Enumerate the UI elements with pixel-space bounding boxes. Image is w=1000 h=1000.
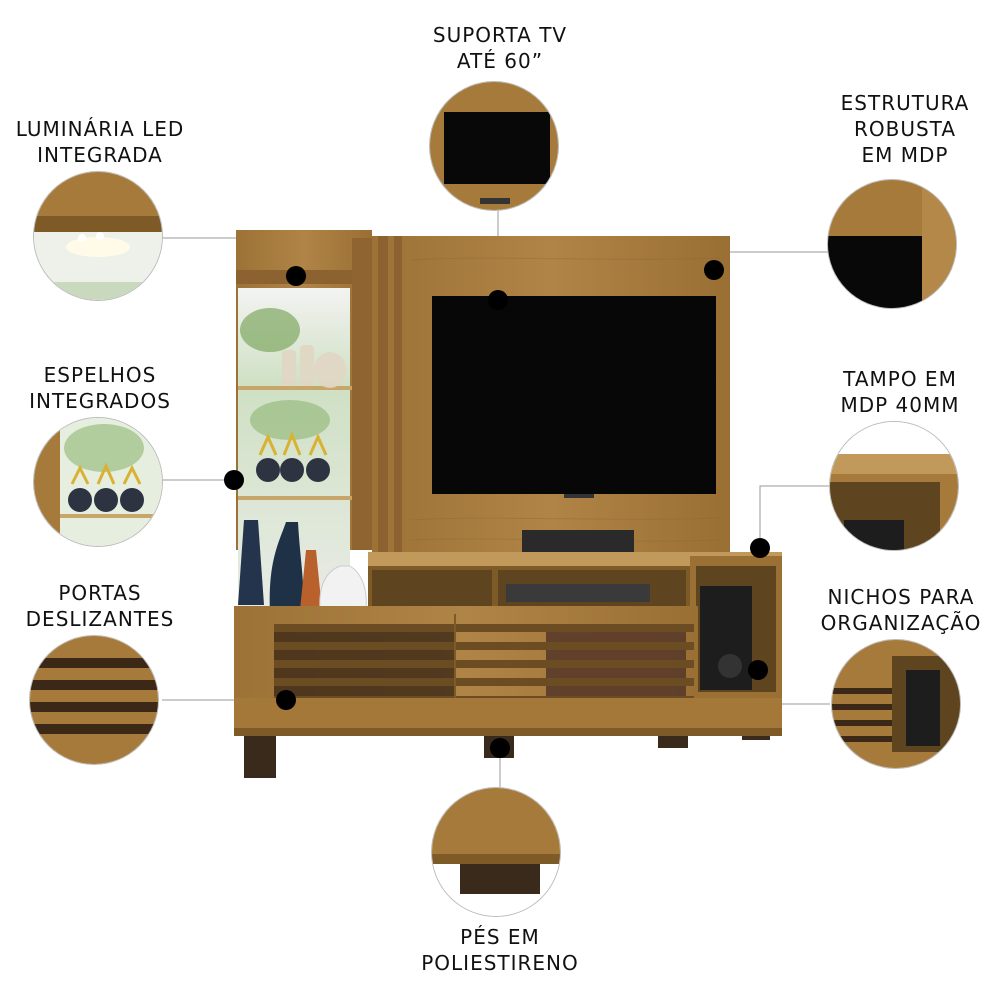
feature-dot-espelhos[interactable] [224,470,244,490]
detail-circle-portas [30,636,158,764]
detail-circle-tampo [830,422,958,550]
detail-circle-pes [432,788,560,916]
feature-dot-pes[interactable] [490,738,510,758]
tv-screen [432,296,716,494]
detail-circle-espelhos [34,418,162,546]
feature-dot-portas[interactable] [276,690,296,710]
rack-top [368,552,782,566]
plants [240,308,330,482]
feature-dot-estrutura[interactable] [704,260,724,280]
feature-dot-tv[interactable] [488,290,508,310]
dvd-player [506,584,650,602]
bottles [282,345,346,388]
soundbar [522,530,634,552]
feature-dot-nichos[interactable] [748,660,768,680]
vases [238,520,367,611]
feature-dot-led[interactable] [286,266,306,286]
detail-circle-estrutura [828,180,956,308]
detail-circle-nichos [832,640,960,768]
detail-circle-tv [430,82,558,210]
detail-circle-led [34,172,162,300]
feature-dot-tampo[interactable] [750,538,770,558]
